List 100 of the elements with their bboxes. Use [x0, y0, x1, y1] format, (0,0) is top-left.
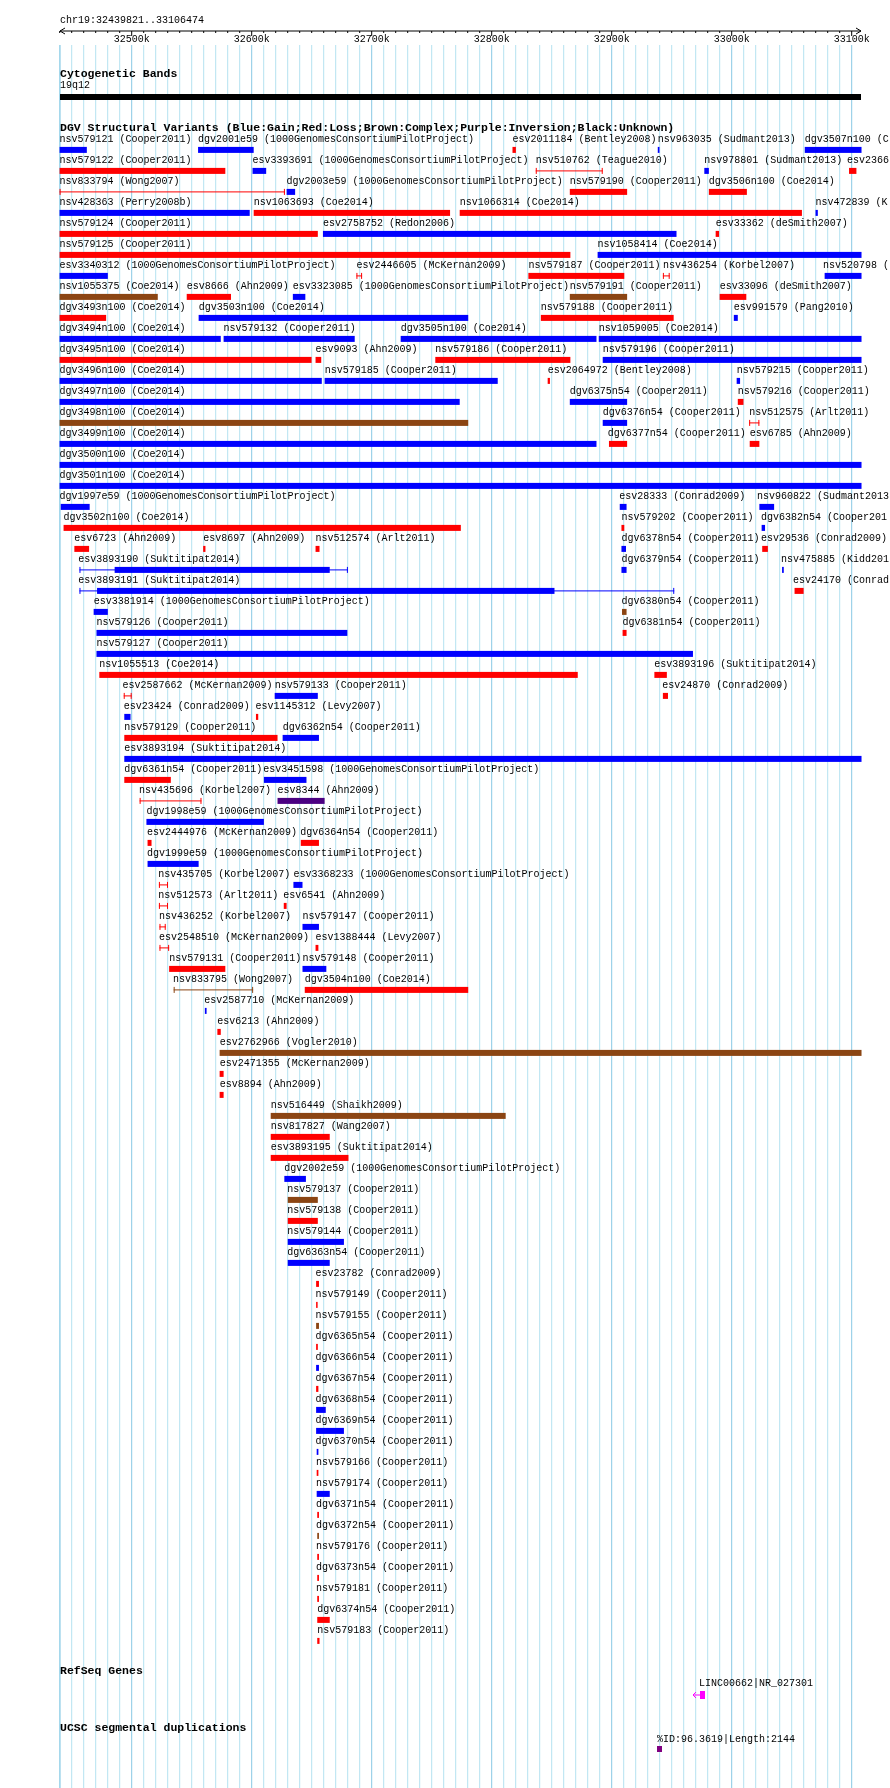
variant-label: nsv435696 (Korbel2007): [139, 784, 272, 797]
track-title: DGV Structural Variants (Blue:Gain;Red:Loss;Brown:Complex;Purple:Inversion;Black:Unknown): [60, 122, 675, 134]
variant-label: dgv6369n54 (Cooper2011): [315, 1414, 454, 1427]
variant-label: dgv3497n100 (Coe2014): [59, 385, 186, 398]
variant-label: dgv1999e59 (1000GenomesConsortiumPilotProject): [147, 847, 424, 860]
variant-label: dgv6372n54 (Cooper2011): [316, 1519, 455, 1532]
variant-label: dgv2001e59 (1000GenomesConsortiumPilotProject): [198, 133, 475, 146]
variant-label: nsv833795 (Wong2007): [173, 973, 294, 986]
tick-label: 32500k: [113, 34, 150, 46]
variant-label: dgv3499n100 (Coe2014): [59, 427, 186, 440]
variant-label: dgv6382n54 (Cooper201: [761, 511, 888, 524]
tick-label: 32600k: [233, 34, 270, 46]
variant-label: dgv2003e59 (1000GenomesConsortiumPilotProject): [286, 175, 563, 188]
variant-label: esv33096 (deSmith2007): [719, 280, 852, 293]
variant-label: esv23424 (Conrad2009): [123, 700, 250, 713]
variant-label: nsv512573 (Arlt2011): [158, 889, 279, 902]
variant-label: nsv579202 (Cooper2011): [621, 511, 754, 524]
variant-label: dgv6362n54 (Cooper2011): [282, 721, 421, 734]
variant-label: dgv3504n100 (Coe2014): [304, 973, 431, 986]
tick-label: 32700k: [353, 34, 390, 46]
variant-label: esv2758752 (Redon2006): [322, 217, 455, 230]
variant-label: nsv579138 (Cooper2011): [287, 1204, 420, 1217]
variant-label: dgv6367n54 (Cooper2011): [315, 1372, 454, 1385]
variant-label: dgv6380n54 (Cooper2011): [621, 595, 760, 608]
variant-label: dgv3495n100 (Coe2014): [59, 343, 186, 356]
variant-label: esv2548510 (McKernan2009): [158, 931, 309, 944]
duplication-label: %ID:96.3619|Length:2144: [657, 1734, 796, 1746]
variant-label: nsv436254 (Korbel2007): [662, 259, 795, 272]
variant-label: nsv579186 (Cooper2011): [435, 343, 568, 356]
variant-label: esv1145312 (Levy2007): [255, 700, 382, 713]
variant-label: nsv579124 (Cooper2011): [59, 217, 192, 230]
variant-label: nsv579187 (Cooper2011): [528, 259, 661, 272]
variant-label: nsv435705 (Korbel2007): [158, 868, 291, 881]
variant-label: dgv6370n54 (Cooper2011): [315, 1435, 454, 1448]
variant-label: dgv6375n54 (Cooper2011): [569, 385, 708, 398]
variant-label: nsv520798 (: [823, 259, 889, 272]
variant-label: nsv579148 (Cooper2011): [302, 952, 435, 965]
variant-label: dgv2002e59 (1000GenomesConsortiumPilotProject): [284, 1162, 561, 1175]
variant-label: nsv579215 (Cooper2011): [736, 364, 869, 377]
band-label: 19q12: [60, 80, 90, 92]
variant-label: nsv472839 (K: [815, 196, 888, 209]
variant-label: esv29536 (Conrad2009): [761, 532, 888, 545]
variant-label: nsv1063693 (Coe2014): [253, 196, 374, 209]
variant-label: nsv512575 (Arlt2011): [749, 406, 870, 419]
variant-label: nsv579155 (Cooper2011): [315, 1309, 448, 1322]
variant-label: nsv579174 (Cooper2011): [316, 1477, 449, 1490]
track-title: Cytogenetic Bands: [60, 68, 178, 80]
coordinate-range: chr19:32439821..33106474: [60, 15, 205, 27]
variant-label: esv3893191 (Suktitipat2014): [78, 574, 241, 587]
variant-label: nsv516449 (Shaikh2009): [270, 1099, 403, 1112]
variant-label: nsv579129 (Cooper2011): [124, 721, 257, 734]
variant-label: esv3893194 (Suktitipat2014): [124, 742, 287, 755]
variant-label: esv33362 (deSmith2007): [715, 217, 848, 230]
variant-label: nsv579191 (Cooper2011): [569, 280, 702, 293]
variant-label: esv28333 (Conrad2009): [619, 490, 746, 503]
variant-label: dgv3494n100 (Coe2014): [59, 322, 186, 335]
variant-label: esv3381914 (1000GenomesConsortiumPilotProject): [93, 595, 370, 608]
variant-label: dgv6365n54 (Cooper2011): [315, 1330, 454, 1343]
variant-label: nsv579122 (Cooper2011): [59, 154, 192, 167]
variant-label: dgv3498n100 (Coe2014): [59, 406, 186, 419]
variant-label: esv991579 (Pang2010): [733, 301, 854, 314]
variant-label: nsv579131 (Cooper2011): [169, 952, 302, 965]
variant-label: dgv6363n54 (Cooper2011): [287, 1246, 426, 1259]
variant-label: dgv3507n100 (C: [804, 133, 889, 146]
variant-label: esv8697 (Ahn2009): [203, 532, 306, 545]
variant-label: esv3893195 (Suktitipat2014): [270, 1141, 433, 1154]
variant-label: esv3323085 (1000GenomesConsortiumPilotProject): [292, 280, 569, 293]
variant-label: nsv978801 (Sudmant2013): [704, 154, 843, 167]
variant-label: nsv436252 (Korbel2007): [158, 910, 291, 923]
variant-label: esv3368233 (1000GenomesConsortiumPilotProject): [293, 868, 570, 881]
variant-label: nsv817827 (Wang2007): [270, 1120, 391, 1133]
variant-label: esv3893190 (Suktitipat2014): [78, 553, 241, 566]
variant-label: esv3451598 (1000GenomesConsortiumPilotProject): [263, 763, 540, 776]
variant-label: dgv3503n100 (Coe2014): [198, 301, 325, 314]
variant-label: esv8666 (Ahn2009): [186, 280, 289, 293]
variant-label: esv6213 (Ahn2009): [217, 1015, 320, 1028]
variant-label: esv2366: [847, 154, 889, 167]
tick-label: 32900k: [593, 34, 630, 46]
variant-label: nsv579132 (Cooper2011): [223, 322, 356, 335]
variant-label: dgv6377n54 (Cooper2011): [607, 427, 746, 440]
variant-label: nsv579137 (Cooper2011): [287, 1183, 420, 1196]
variant-label: esv2587710 (McKernan2009): [204, 994, 355, 1007]
variant-label: esv24870 (Conrad2009): [662, 679, 789, 692]
variant-label: esv6723 (Ahn2009): [74, 532, 177, 545]
variant-label: dgv1998e59 (1000GenomesConsortiumPilotProject): [146, 805, 423, 818]
variant-label: esv2587662 (McKernan2009): [122, 679, 273, 692]
variant-label: nsv579196 (Cooper2011): [602, 343, 735, 356]
variant-label: nsv579121 (Cooper2011): [59, 133, 192, 146]
variant-label: esv23782 (Conrad2009): [315, 1267, 442, 1280]
variant-label: dgv6379n54 (Cooper2011): [621, 553, 760, 566]
variant-label: dgv6364n54 (Cooper2011): [300, 826, 439, 839]
variant-label: dgv6361n54 (Cooper2011): [124, 763, 263, 776]
variant-label: esv9093 (Ahn2009): [315, 343, 418, 356]
tick-label: 33000k: [713, 34, 750, 46]
variant-label: nsv579185 (Cooper2011): [324, 364, 457, 377]
variant-label: dgv6381n54 (Cooper2011): [622, 616, 761, 629]
variant-label: nsv579127 (Cooper2011): [96, 637, 229, 650]
variant-label: esv2011184 (Bentley2008): [512, 133, 657, 146]
variant-label: esv6785 (Ahn2009): [749, 427, 852, 440]
variant-label: esv2444976 (McKernan2009): [147, 826, 297, 839]
